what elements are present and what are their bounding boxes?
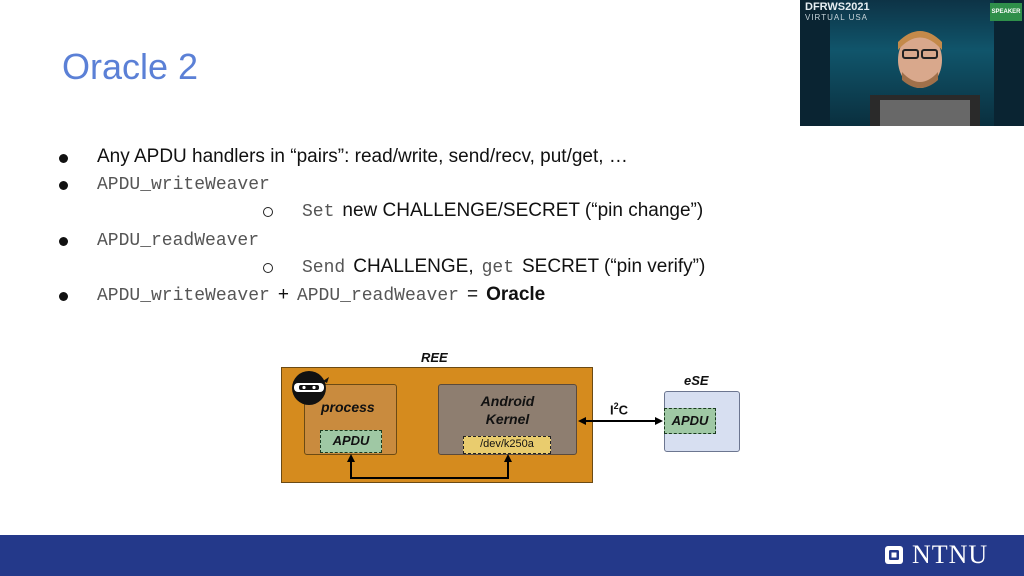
bullet-3: APDU_readWeaver: [0, 229, 259, 251]
sub-bullet-ring-icon: [263, 263, 273, 273]
ntnu-wordmark: NTNU: [912, 540, 989, 569]
bullet-dot-icon: [59, 154, 68, 163]
speaker-silhouette-icon: [800, 0, 1024, 126]
ninja-icon: [292, 371, 329, 405]
speaker-badge: SPEAKER: [990, 3, 1022, 21]
kernel-label: Android Kernel: [480, 393, 535, 427]
ree-label: REE: [421, 350, 448, 365]
footer-bar: [0, 535, 1024, 576]
ntnu-logo-icon: [885, 546, 903, 564]
bullet-2: APDU_writeWeaver: [0, 173, 270, 195]
dev-k250a-box: /dev/k250a: [463, 436, 551, 454]
apdu-process-box: APDU: [320, 430, 382, 453]
i2c-label: I2C: [610, 401, 629, 418]
bullet-4: APDU_writeWeaver+APDU_readWeaver=Oracle: [0, 284, 545, 306]
webcam-video: [800, 0, 1024, 126]
process-label: process: [321, 399, 375, 415]
bullet-dot-icon: [59, 237, 68, 246]
webcam-brand: DFRWS2021: [805, 1, 870, 13]
bullet-1: Any APDU handlers in “pairs”: read/write…: [0, 146, 628, 168]
slide-title: Oracle 2: [62, 46, 199, 87]
sub-bullet-ring-icon: [263, 207, 273, 217]
apdu-ese-box: APDU: [664, 408, 716, 434]
bullet-dot-icon: [59, 181, 68, 190]
bullet-dot-icon: [59, 292, 68, 301]
ese-label: eSE: [684, 373, 709, 388]
webcam-subtitle: VIRTUAL USA: [805, 13, 869, 22]
